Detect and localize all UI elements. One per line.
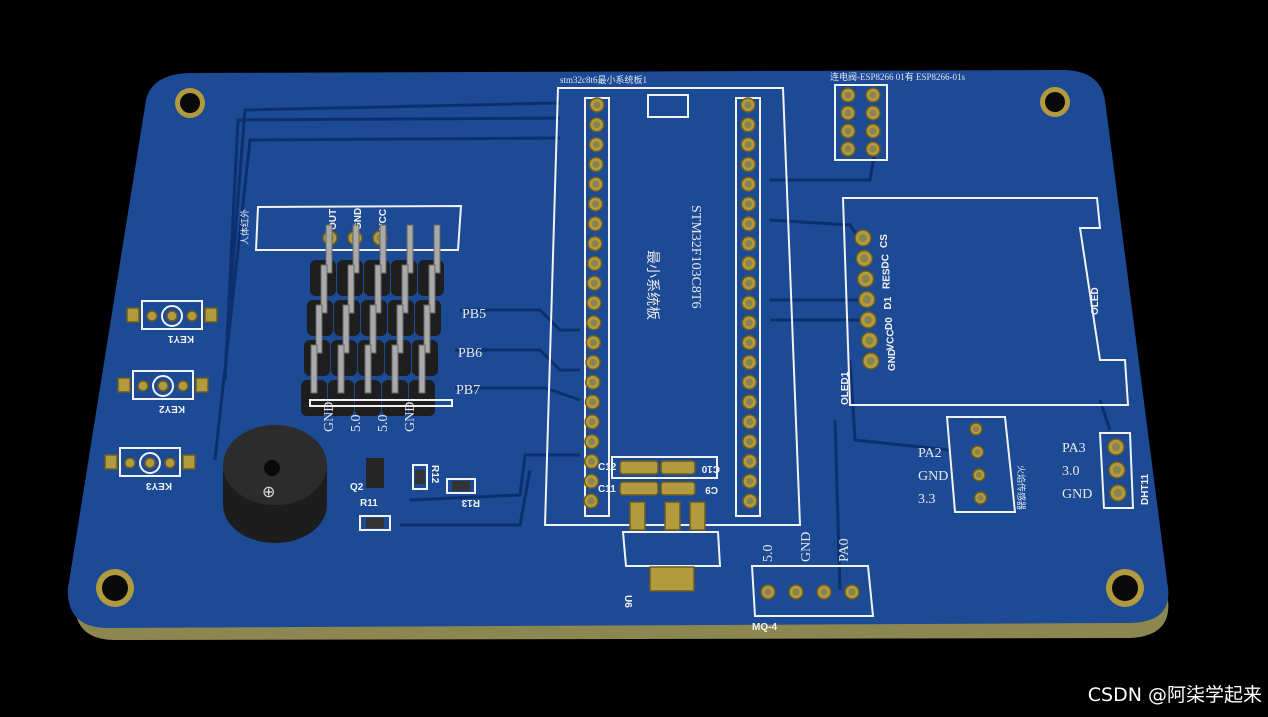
svg-text:DHT11: DHT11 [1140, 473, 1151, 505]
key-2[interactable]: KEY2 [117, 370, 209, 414]
svg-text:OLED: OLED [1090, 287, 1101, 315]
pin-label: 5.0 [761, 545, 776, 563]
header-pin [310, 344, 318, 394]
pin-label: GND [799, 532, 814, 562]
pin-label: KEY1 [167, 333, 194, 344]
pin-label: RES [882, 268, 893, 289]
svg-text:C12: C12 [598, 462, 617, 473]
svg-text:PB6: PB6 [458, 346, 482, 361]
header-pin [374, 264, 382, 314]
pin-label: CS [879, 234, 890, 248]
pin-label: KEY3 [145, 480, 172, 491]
header-pin [418, 344, 426, 394]
pin-label: PA0 [837, 538, 852, 562]
header-pin [320, 264, 328, 314]
pcb-board [67, 70, 1169, 628]
header-pin [433, 224, 441, 274]
header-pin [396, 304, 404, 354]
svg-text:MQ-4: MQ-4 [752, 622, 777, 633]
header-pin [342, 304, 350, 354]
watermark: CSDN @阿柒学起来 [1087, 684, 1262, 706]
mcu-name: STM32F103C8T6 [688, 205, 703, 308]
pin-label: 5.0 [349, 415, 364, 433]
header-pin [369, 304, 377, 354]
header-pin [364, 344, 372, 394]
pin-label: GND [322, 402, 337, 432]
svg-text:C9: C9 [705, 484, 718, 495]
header-pin [428, 264, 436, 314]
mcu-sub: 最小系统板 [644, 250, 660, 320]
svg-text:火焰传感器: 火焰传感器 [1016, 465, 1027, 510]
pin-label: PA2 [918, 446, 942, 461]
pin-label: GND [1062, 487, 1092, 502]
plus-icon: ⊕ [262, 484, 275, 501]
pin-label: VCC [886, 329, 897, 350]
pin-label: 3.0 [1062, 464, 1080, 479]
svg-text:连电阀-ESP8266 01有 ESP8266-01s: 连电阀-ESP8266 01有 ESP8266-01s [830, 71, 966, 82]
header-pin [337, 344, 345, 394]
pin-label: 3.3 [918, 492, 936, 507]
svg-text:C11: C11 [598, 484, 616, 495]
header-pin [391, 344, 399, 394]
svg-text:Q2: Q2 [350, 482, 364, 493]
svg-text:R11: R11 [360, 498, 378, 509]
pin-label: DC [880, 254, 891, 268]
svg-text:R13: R13 [461, 497, 480, 508]
pin-label: VCC [378, 209, 389, 230]
pin-label: GND [403, 402, 418, 432]
header-pin [352, 224, 360, 274]
pin-label: D0 [884, 317, 895, 330]
svg-text:PB7: PB7 [456, 383, 480, 398]
traces [213, 101, 1112, 591]
pin-header-block: 人体红外 OUT GND VCC GND 5.0 5.0 GND PB5 PB6 PB7 [239, 204, 486, 433]
header-pin [406, 224, 414, 274]
svg-text:U6: U6 [622, 595, 633, 608]
pin-label: OUT [328, 209, 339, 230]
mounting-holes [96, 87, 1144, 607]
pin-label: D1 [883, 296, 894, 309]
pin-label: PA3 [1062, 441, 1086, 456]
smd-components: Q2 R12 R13 R11 C12 C10 C11 C9 U6 [350, 456, 722, 608]
svg-text:stm32c8t6最小系统板1: stm32c8t6最小系统板1 [560, 74, 647, 85]
key-3[interactable]: KEY3 [104, 447, 196, 491]
mq4-header: 5.0 GND PA0 MQ-4 [750, 532, 875, 633]
header-pin [401, 264, 409, 314]
pin-label: GND [353, 208, 364, 230]
key-1[interactable]: KEY1 [126, 300, 218, 344]
svg-text:人体红外: 人体红外 [239, 209, 250, 245]
pin-label: KEY2 [158, 403, 185, 414]
buzzer: ⊕ [223, 425, 327, 543]
svg-text:C10: C10 [701, 463, 720, 474]
svg-text:R12: R12 [429, 465, 440, 484]
header-pin [325, 224, 333, 274]
header-pin [347, 264, 355, 314]
header-pin [379, 224, 387, 274]
header-pin [423, 304, 431, 354]
pin-label: GND [918, 469, 948, 484]
svg-text:PB5: PB5 [462, 307, 486, 322]
stm32-module: stm32c8t6最小系统板1 STM32F103C8T6 最小系统板 [543, 74, 802, 526]
header-pin [315, 304, 323, 354]
pin-label: GND [887, 349, 898, 371]
esp8266-header: 连电阀-ESP8266 01有 ESP8266-01s [830, 71, 966, 161]
pin-label: 5.0 [376, 415, 391, 433]
svg-text:OLED1: OLED1 [840, 371, 851, 405]
